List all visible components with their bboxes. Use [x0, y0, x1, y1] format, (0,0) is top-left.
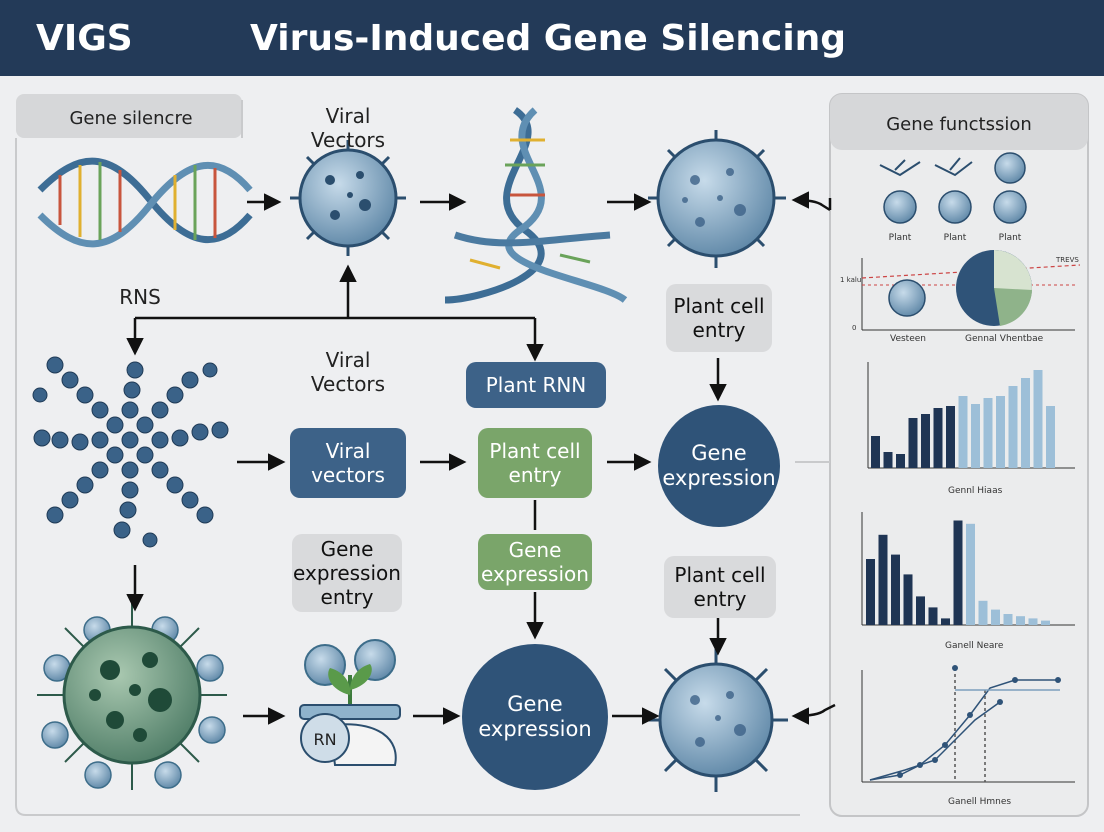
- chart1-xlabel-2: Gennal Vhentbae: [965, 334, 1044, 344]
- left-panel-frame: [15, 94, 800, 816]
- mini-bar: [1046, 406, 1055, 468]
- chart1-note: TREVS: [1056, 256, 1079, 264]
- connector-lines: [135, 198, 832, 530]
- mini-bar: [928, 607, 938, 625]
- dna-helix-icon: [37, 157, 253, 248]
- gene-expression-mid-box: Gene expression: [478, 534, 592, 590]
- mini-bar: [933, 408, 943, 468]
- mini-bar: [908, 418, 918, 468]
- mini-bar: [941, 618, 950, 625]
- viral-vectors-box: Viral vectors: [290, 428, 406, 498]
- protein-cluster-icon: [32, 356, 229, 548]
- mini-bar: [946, 406, 955, 468]
- virus-label-1: Plant: [888, 233, 912, 243]
- mini-bar: [978, 600, 988, 625]
- mini-bar: [966, 523, 975, 625]
- mini-chart-2-bars: [871, 370, 1055, 468]
- mini-bar: [953, 520, 963, 625]
- label-rns: RNS: [119, 285, 161, 309]
- dna-double-helix-icon: [444, 107, 628, 304]
- mini-bar: [903, 574, 913, 625]
- mini-bar: [1008, 386, 1018, 468]
- chart4-xlabel: Ganell Hmnes: [948, 797, 1012, 807]
- right-panel-title: Gene functssion: [886, 114, 1032, 135]
- plant-cell-entry-bottom-box: Plant cell entry: [664, 556, 776, 618]
- label-viral-vectors-top: Viral Vectors: [310, 104, 386, 152]
- header-title: Virus-Induced Gene Silencing: [250, 18, 847, 59]
- left-panel-title: Gene silencre: [69, 108, 193, 129]
- mini-bar: [1003, 614, 1013, 625]
- mini-bar: [891, 554, 900, 625]
- virus-label-3: Plant: [998, 233, 1022, 243]
- chart1-xlabel-1: Vesteen: [890, 334, 926, 344]
- mini-bar: [996, 396, 1005, 468]
- mini-bar: [896, 454, 905, 468]
- infected-cell-icon: [37, 600, 227, 790]
- mini-bar: [878, 534, 888, 625]
- mini-virus-icons: [879, 152, 1027, 224]
- plant-cell-entry-mid-box: Plant cell entry: [478, 428, 592, 498]
- mini-chart-1: [861, 250, 1081, 331]
- mini-bar: [921, 414, 930, 468]
- viral-vector-icon: [290, 140, 406, 256]
- mini-chart-4: [861, 665, 1075, 783]
- header-abbreviation: VIGS: [36, 18, 133, 59]
- mini-bar: [1021, 378, 1030, 468]
- chart1-ytick-1: 1 kalu: [840, 276, 862, 284]
- chart3-xlabel: Ganell Neare: [945, 641, 1004, 651]
- chart2-xlabel: Gennl Hiaas: [948, 486, 1003, 496]
- mini-bar: [1033, 370, 1043, 468]
- mini-bar: [983, 398, 993, 468]
- mini-bar: [1041, 620, 1050, 625]
- mini-bar: [871, 436, 880, 468]
- mini-bar: [916, 596, 925, 625]
- mini-chart-3-bars: [866, 520, 1050, 625]
- virus-label-2: Plant: [943, 233, 967, 243]
- plant-seedling-icon: [299, 639, 401, 766]
- flow-arrows: [126, 191, 836, 725]
- mini-bar: [971, 404, 980, 468]
- mini-bar: [1028, 618, 1038, 625]
- gene-expression-right-circle: Gene expression: [658, 405, 780, 527]
- plant-cell-entry-top-box: Plant cell entry: [666, 284, 772, 352]
- mini-bar: [883, 452, 893, 468]
- mini-bar: [991, 609, 1000, 625]
- chart1-ytick-2: 0: [852, 324, 857, 332]
- header-bar: VIGS Virus-Induced Gene Silencing: [0, 0, 1104, 76]
- label-rn: RN: [313, 730, 337, 749]
- label-viral-vectors-mid: Viral Vectors: [310, 348, 386, 396]
- plant-rnn-box: Plant RNN: [466, 362, 606, 408]
- mini-bar: [866, 559, 875, 625]
- virus-particle-bottom-icon: [644, 648, 788, 792]
- gene-expression-bottom-circle: Gene expression: [462, 644, 608, 790]
- gene-expression-entry-box: Gene expression entry: [292, 534, 402, 612]
- mini-bar: [1016, 616, 1025, 625]
- mini-bar: [958, 396, 968, 468]
- virus-particle-icon: [648, 130, 786, 268]
